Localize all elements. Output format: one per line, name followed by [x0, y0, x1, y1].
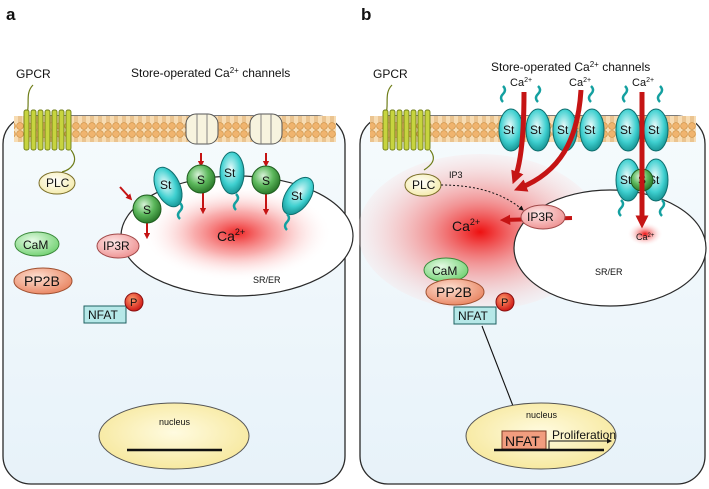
phospho-a — [124, 292, 144, 312]
panel-b: b GPCR Store-operated Ca2+ channels — [358, 5, 707, 485]
svg-text:St: St — [503, 123, 515, 137]
orai-label-a1: St — [160, 178, 172, 192]
stim-label-a2: S — [197, 173, 205, 187]
stim-label-a3: S — [262, 174, 270, 188]
svg-text:St: St — [620, 173, 632, 187]
panel-a-letter: a — [6, 5, 16, 24]
svg-text:St: St — [557, 123, 569, 137]
svg-text:St: St — [530, 123, 542, 137]
pp2b-label-b: PP2B — [436, 284, 472, 300]
channels-title-a: Store-operated Ca2+ channels — [131, 66, 290, 80]
ip3-arrow-b — [440, 184, 524, 211]
plc-a — [38, 171, 76, 195]
orai-label-a2: St — [224, 166, 236, 180]
svg-text:St: St — [648, 123, 660, 137]
closed-channel-a1 — [185, 113, 219, 145]
phospho-label-a: P — [130, 297, 137, 309]
channels-title-b: Store-operated Ca2+ channels — [491, 60, 650, 74]
cam-a — [14, 231, 60, 257]
nfat-b — [453, 306, 497, 325]
plc-label-a: PLC — [46, 176, 70, 190]
phospho-label-b: P — [501, 297, 508, 309]
nucleus-a — [98, 402, 250, 470]
ip3r-label-b: IP3R — [527, 210, 554, 224]
stim-a2 — [186, 164, 216, 194]
ca-arrow-a1 — [119, 186, 133, 201]
ca-top-b2: Ca2+ — [569, 77, 591, 89]
ca-label-b: Ca2+ — [452, 217, 480, 234]
plc-label-b: PLC — [412, 178, 436, 192]
orai-label-a3: St — [291, 189, 303, 203]
gpcr-label-a: GPCR — [16, 67, 51, 81]
stim-orai-a: St St St S S S — [119, 151, 315, 240]
nfat-label-b: NFAT — [458, 309, 488, 323]
ip3r-b — [520, 204, 566, 230]
nfat-a — [83, 305, 127, 324]
panel-a: a GPCR PLC Store-operated Ca2+ chan — [2, 5, 354, 485]
ip3r-a — [96, 233, 140, 259]
stim-label-a1: S — [143, 203, 151, 217]
ca-label-a: Ca2+ — [217, 227, 245, 244]
stim-a1 — [132, 194, 162, 224]
panel-b-letter: b — [361, 5, 371, 24]
phospho-b — [495, 292, 515, 312]
orai-a2 — [219, 151, 245, 195]
ip3r-label-a: IP3R — [103, 239, 130, 253]
svg-text:St: St — [620, 123, 632, 137]
nucleus-label-a: nucleus — [159, 417, 191, 427]
svg-text:St: St — [584, 123, 596, 137]
transcription-arrow — [548, 438, 612, 450]
nucleus-label-b: nucleus — [526, 410, 558, 420]
sr-er-label-b: SR/ER — [595, 267, 623, 277]
stim-orai-b: St St S — [615, 158, 669, 217]
proliferation-label: Proliferation — [552, 428, 616, 442]
ip3-label-b: IP3 — [449, 170, 463, 180]
pp2b-a — [13, 267, 73, 295]
orai-a1 — [153, 166, 183, 208]
pp2b-b — [425, 278, 485, 306]
cam-label-a: CaM — [23, 238, 48, 252]
ca-top-b3: Ca2+ — [632, 77, 654, 89]
nfat-label-a: NFAT — [88, 308, 118, 322]
nfat-nucleus-label-b: NFAT — [505, 433, 540, 449]
pp2b-label-a: PP2B — [24, 273, 60, 289]
stim-a3 — [251, 165, 281, 195]
cam-label-b: CaM — [432, 264, 457, 278]
closed-channel-a2 — [249, 113, 283, 145]
gpcr-a — [23, 84, 76, 173]
ca-arrow-b1 — [511, 91, 527, 185]
orai-pair-b1: St St — [498, 108, 551, 152]
ca-arrow-b2 — [513, 89, 584, 192]
ca-top-b1: Ca2+ — [510, 77, 532, 89]
gpcr-label-b: GPCR — [373, 67, 408, 81]
orai-a3 — [281, 176, 315, 216]
gpcr-b — [382, 84, 434, 171]
sr-er-label-a: SR/ER — [253, 275, 281, 285]
ca-label-b-small: Ca2+ — [636, 232, 655, 242]
